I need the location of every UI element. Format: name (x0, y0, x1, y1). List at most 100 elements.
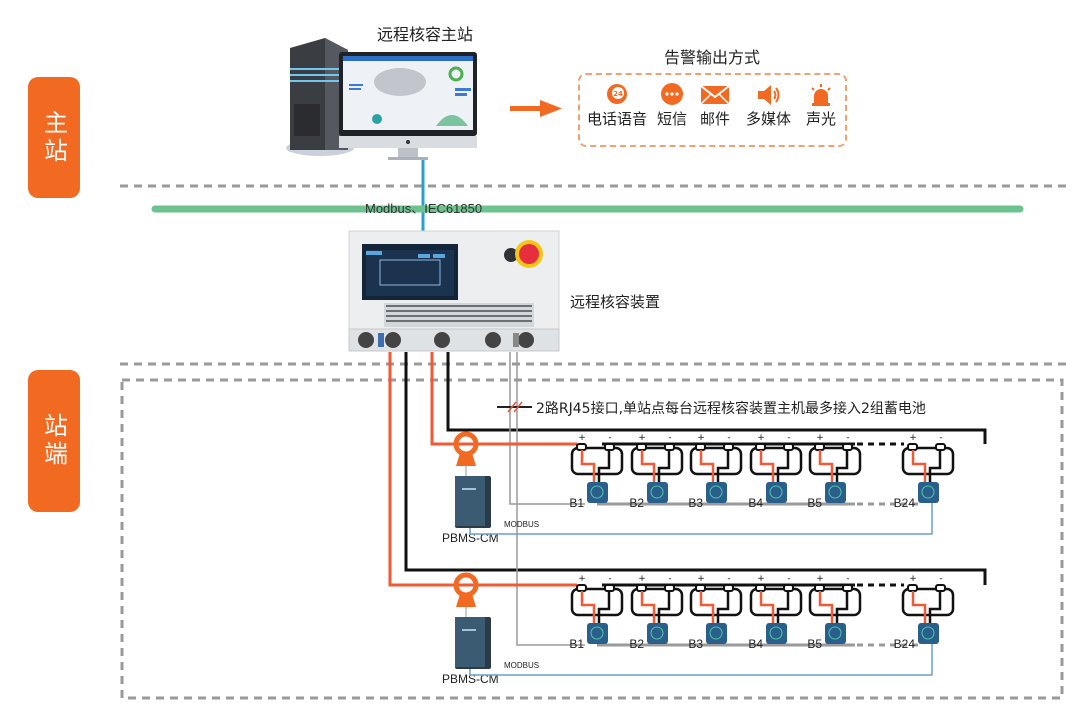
alarm-light-icon (809, 82, 833, 108)
battery-sensor-icon (587, 482, 608, 503)
alarm-method-label: 电话语音 (587, 110, 648, 128)
sense-lead-positive (911, 450, 927, 482)
negative-terminal-icon: - (939, 574, 942, 584)
battery-label: B24 (894, 637, 916, 651)
sense-lead-positive (699, 450, 715, 482)
sense-lead-negative (716, 591, 730, 623)
sense-lead-negative (928, 450, 942, 482)
negative-terminal-icon: - (727, 574, 730, 584)
battery-sensor-icon (647, 623, 668, 644)
alarm-method-light: 声光 (806, 82, 836, 129)
negative-terminal-icon: - (846, 433, 849, 443)
zone-tag-station-label: 站端 (39, 413, 68, 469)
sense-lead-positive (818, 591, 834, 623)
remote-device (348, 230, 560, 352)
battery-label: B24 (894, 496, 916, 510)
wire-negative-group-1 (446, 352, 987, 444)
wire-negative-group-2 (404, 352, 987, 585)
battery-label: B1 (569, 637, 584, 651)
battery-cell: +-B1 (569, 574, 624, 651)
sense-lead-positive (580, 450, 596, 482)
sense-lead-negative (597, 591, 611, 623)
sense-lead-negative (776, 450, 790, 482)
battery-label: B5 (807, 637, 822, 651)
battery-sensor-icon (918, 482, 939, 503)
note-marker (497, 401, 532, 413)
battery-sensor-icon (647, 482, 668, 503)
wire-positive-group-2 (388, 352, 440, 587)
positive-terminal-icon: + (697, 433, 705, 443)
battery-cell: +-B4 (748, 433, 803, 510)
sense-lead-negative (716, 450, 730, 482)
battery-outline (808, 446, 862, 476)
battery-label: B3 (688, 496, 703, 510)
pbms-module-icon (455, 617, 491, 669)
battery-cell: + - B24 (894, 574, 955, 651)
battery-outline (630, 446, 684, 476)
sense-lead-negative (597, 450, 611, 482)
positive-terminal-icon: + (816, 574, 824, 584)
rj45-line-group-2 (516, 352, 585, 646)
negative-terminal-icon: - (668, 433, 671, 443)
negative-terminal-icon: - (787, 574, 790, 584)
sense-lead-negative (776, 591, 790, 623)
battery-sensor-icon (825, 623, 846, 644)
alarm-methods-box (578, 73, 847, 147)
battery-outline (901, 587, 955, 617)
positive-terminal-icon: + (909, 433, 917, 443)
sense-lead-positive (818, 450, 834, 482)
battery-outline (570, 587, 624, 617)
alarm-method-label: 多媒体 (746, 110, 792, 128)
positive-terminal-icon: + (578, 433, 586, 443)
positive-terminal-icon: + (638, 574, 646, 584)
modbus-line (469, 643, 933, 676)
battery-outline (689, 446, 743, 476)
arrow-right-icon (510, 100, 562, 117)
battery-outline (630, 587, 684, 617)
positive-terminal-icon: + (638, 433, 646, 443)
battery-label: B1 (569, 496, 584, 510)
battery-outline (901, 446, 955, 476)
sense-lead-negative (657, 450, 671, 482)
phone-24h-icon: 24 (604, 82, 630, 108)
master-station-title: 远程核容主站 (377, 25, 474, 44)
svg-text:24: 24 (613, 90, 623, 98)
positive-terminal-icon: + (697, 574, 705, 584)
battery-label: B2 (629, 496, 644, 510)
alarm-title: 告警输出方式 (664, 48, 761, 67)
mail-envelope-icon (700, 82, 730, 108)
battery-label: B4 (748, 496, 763, 510)
battery-sensor-icon (918, 623, 939, 644)
current-sensor-icon (453, 431, 479, 466)
battery-sensor-icon (706, 623, 727, 644)
positive-terminal-icon: + (909, 574, 917, 584)
alarm-method-label: 声光 (806, 110, 837, 128)
negative-terminal-icon: - (608, 433, 611, 443)
alarm-method-label: 邮件 (700, 110, 731, 128)
battery-cell: + - B5 (807, 433, 862, 510)
negative-terminal-icon: - (608, 574, 611, 584)
battery-outline (749, 446, 803, 476)
negative-terminal-icon: - (846, 574, 849, 584)
positive-terminal-icon: + (816, 433, 824, 443)
device-name: 远程核容装置 (570, 293, 661, 311)
battery-label: B5 (807, 496, 822, 510)
zone-tag-master: 主站 (28, 77, 80, 198)
battery-cell: + - B5 (807, 574, 862, 651)
wire-positive-group-1 (430, 352, 440, 446)
sense-lead-positive (759, 591, 775, 623)
monitor-icon (339, 52, 477, 160)
modbus-label: MODBUS (504, 661, 539, 670)
bus-protocol-label: Modbus、IEC61850 (365, 201, 482, 216)
modbus-line (469, 502, 933, 535)
positive-terminal-icon: + (757, 574, 765, 584)
sense-lead-negative (835, 591, 849, 623)
sms-bubble-icon (658, 82, 686, 108)
battery-outline (749, 587, 803, 617)
zone-tag-station: 站端 (28, 370, 80, 512)
sense-lead-negative (835, 450, 849, 482)
battery-cell: +-B3 (688, 574, 743, 651)
